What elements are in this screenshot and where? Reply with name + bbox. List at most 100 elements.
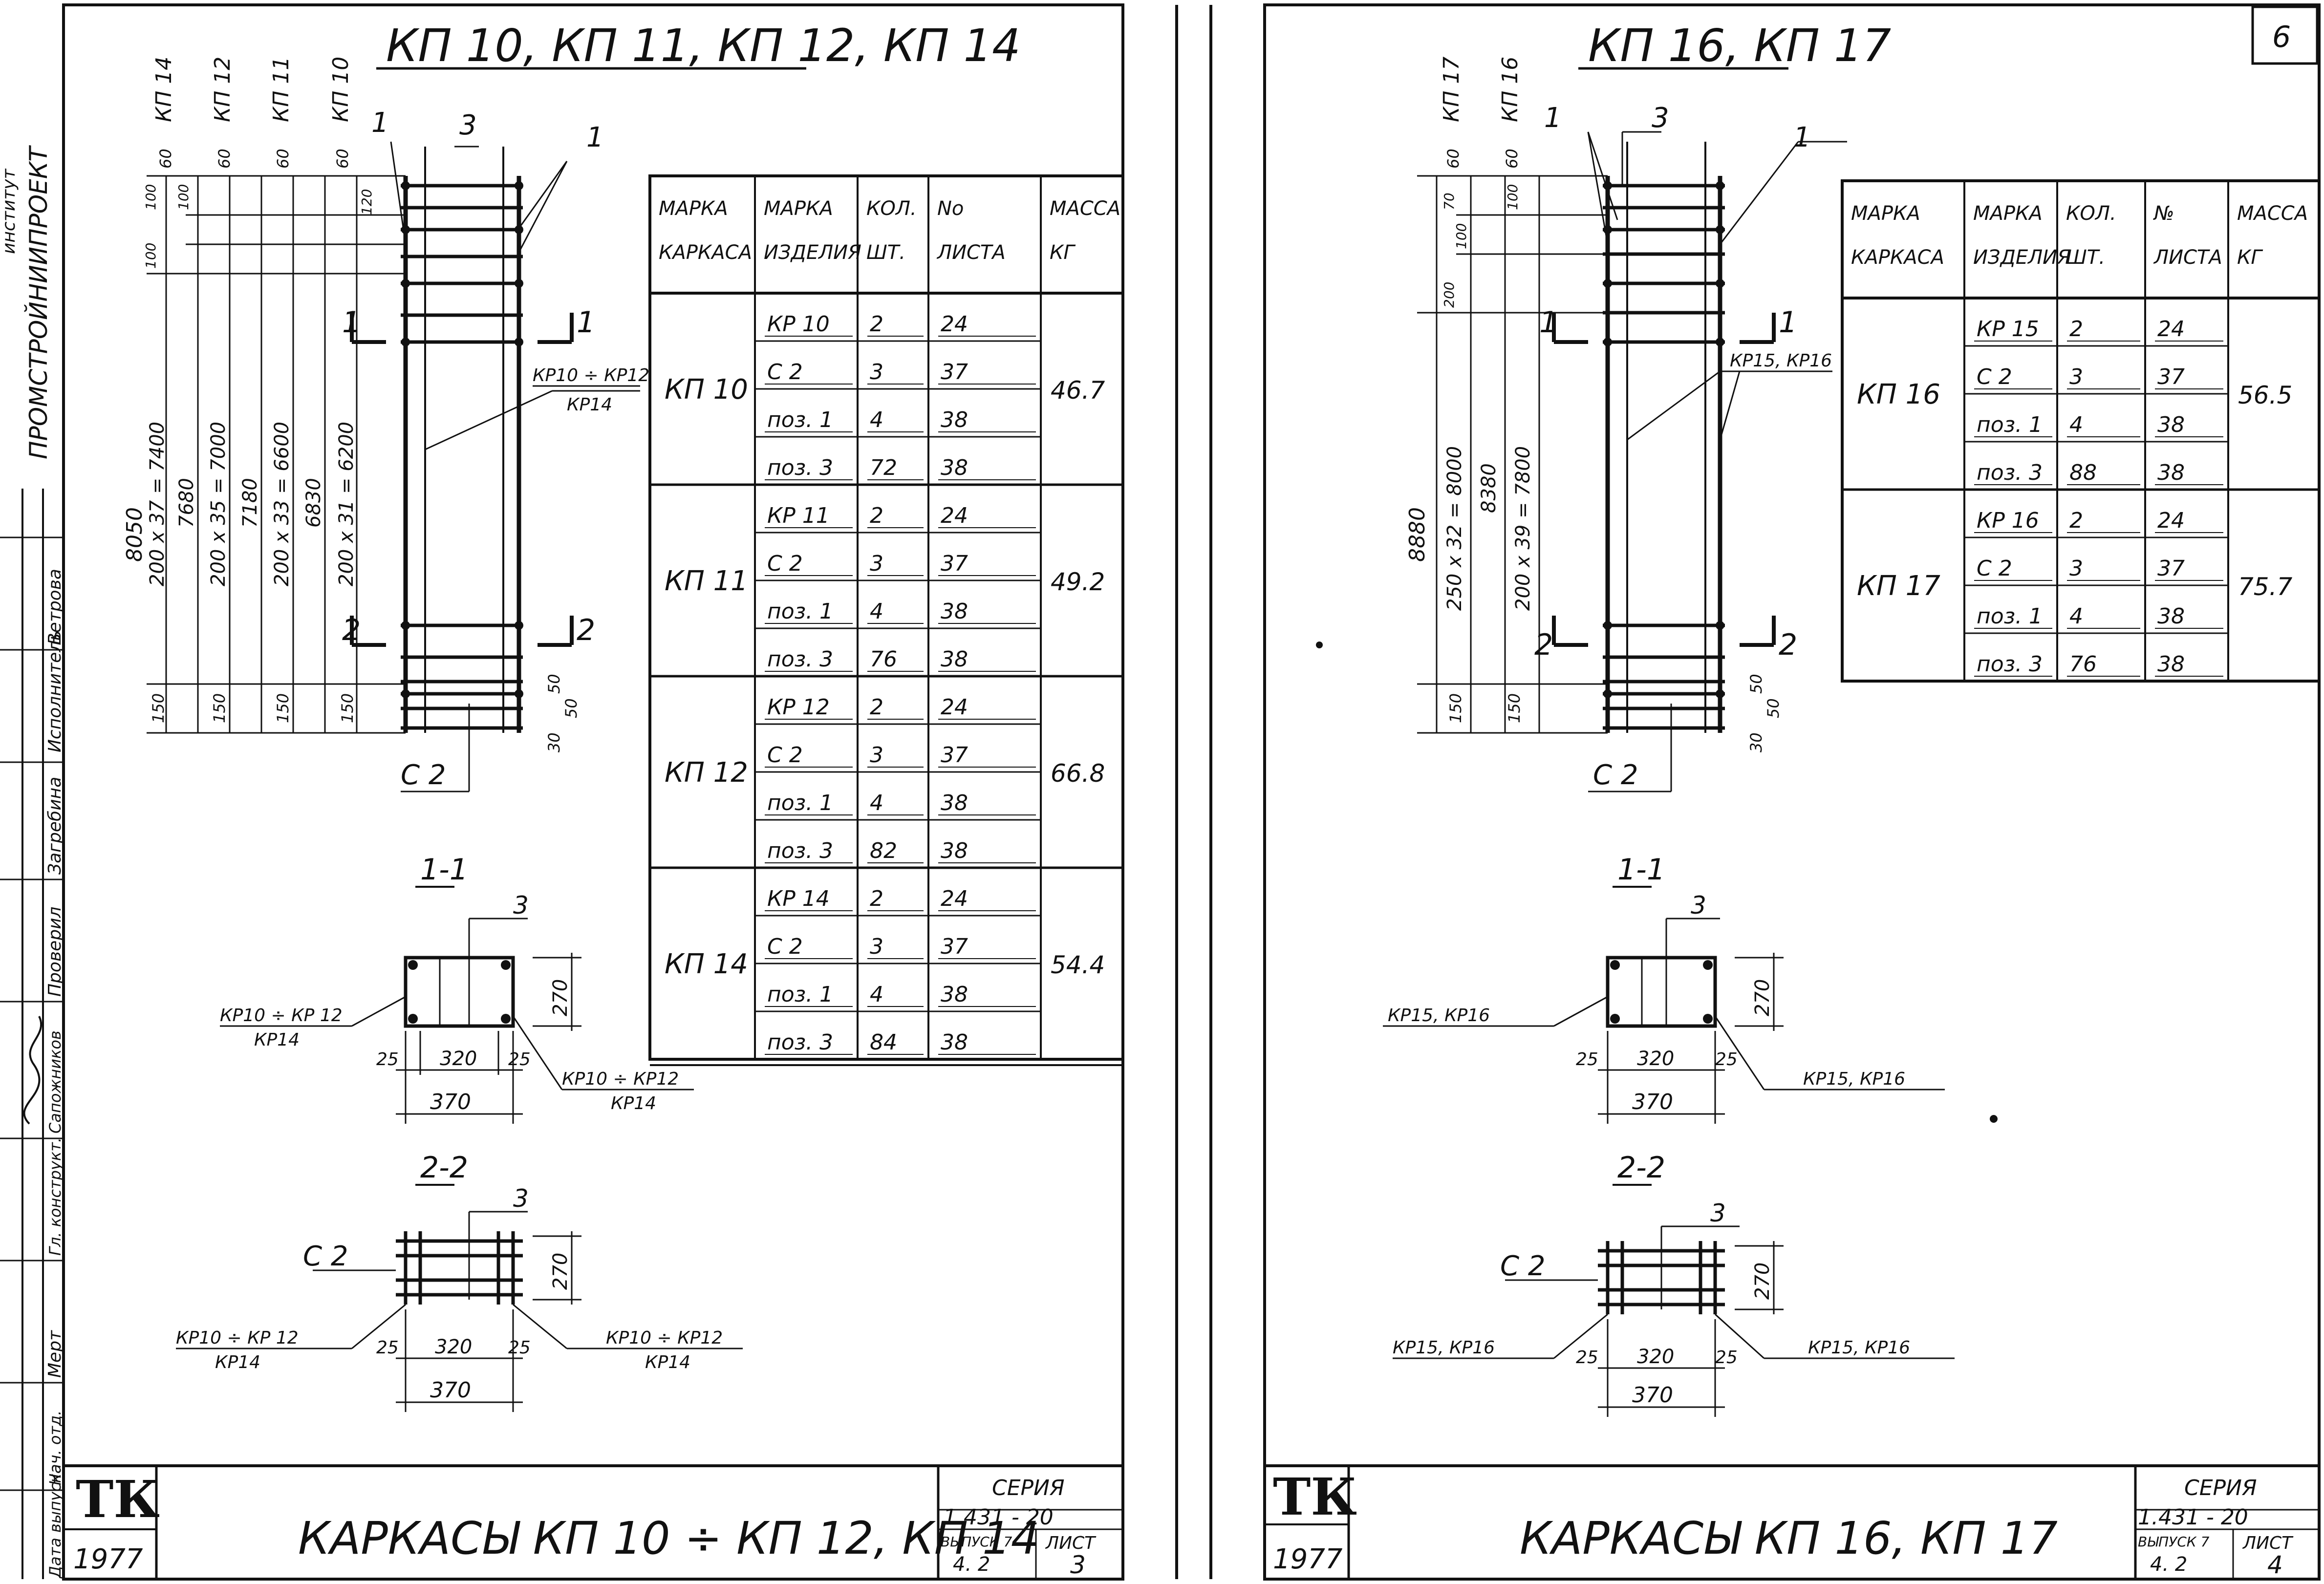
dim-top: 100 (1453, 223, 1469, 249)
table-header: МАРКА (1851, 202, 1920, 225)
table-cell: поз. 3 (767, 1030, 833, 1055)
dim-inner: 200 x 37 = 7400 (146, 422, 169, 586)
bars-label: КР15, КР16 (1730, 351, 1832, 371)
table-cell: поз. 3 (767, 647, 833, 672)
section-title: 2-2 (420, 1151, 468, 1185)
cut-1-label: 1 (342, 305, 361, 340)
sheet-title: КАРКАСЫ КП 10 ÷ КП 12, КП 14 (298, 1512, 1039, 1564)
sidebar-cell-role: Гл. конструкт. (46, 1137, 65, 1256)
bars-label: КР10 ÷ КР 12 (220, 1006, 343, 1026)
frame-mass: 75.7 (2238, 573, 2293, 601)
table-header: № (2153, 202, 2174, 225)
c2-label: С 2 (401, 759, 446, 791)
right-cage-elevation (1603, 142, 1725, 733)
table-header: МАРКА (659, 197, 728, 220)
pos1-callout: 1 (586, 122, 604, 153)
frame-mark: КП 12 (665, 757, 748, 789)
sidebar-cell-role: Нач. отд. (46, 1411, 65, 1485)
right-section-1-1: 1-1 (1316, 642, 1998, 1124)
table-cell: 24 (2157, 317, 2185, 342)
left-cage-elevation (401, 147, 523, 733)
table-cell: 37 (2157, 364, 2185, 389)
series-value: 1.431 - 20 (943, 1505, 1054, 1530)
sheet-label: ЛИСТ (2242, 1533, 2294, 1553)
dim-right: 50 (1764, 698, 1783, 718)
table-cell: 37 (941, 551, 968, 576)
dim-height: 270 (549, 979, 572, 1016)
pos3-label: 3 (513, 1184, 529, 1213)
table-header: КГ (1050, 241, 1076, 264)
table-cell: 82 (870, 838, 897, 863)
bars-label: КР14 (611, 1093, 656, 1113)
table-cell: 38 (2157, 460, 2185, 485)
dim-width: 320 (435, 1336, 472, 1358)
cut-2-label: 2 (1779, 628, 1797, 662)
table-cell: КР 15 (1977, 317, 2039, 342)
dim-width: 320 (1637, 1048, 1674, 1070)
table-cell: поз. 3 (767, 455, 833, 480)
dim-cover: 25 (1576, 1049, 1598, 1070)
dim-top: 70 (1441, 193, 1457, 210)
table-cell: 38 (941, 647, 968, 672)
signature-scribble (23, 1016, 43, 1125)
table-cell: 2 (870, 503, 883, 528)
sidebar-cell-name: Мерт (45, 1330, 65, 1378)
bars-label: КР10 ÷ КР 12 (176, 1328, 299, 1348)
sheet-title: КАРКАСЫ КП 16, КП 17 (1520, 1512, 2058, 1564)
dim-width: 320 (440, 1048, 477, 1070)
frame-mark: КП 16 (1857, 379, 1940, 410)
sidebar-cell-role: Проверил (45, 906, 65, 997)
right-sheet: КП 16, КП 17 (1265, 20, 2321, 1579)
sheet-number-box: 6 (2251, 5, 2319, 65)
c2-label: С 2 (1500, 1250, 1546, 1282)
dim-total: 370 (430, 1090, 471, 1114)
table-header: ШТ. (2066, 246, 2105, 269)
left-section-1-1: 1-1 (220, 853, 694, 1124)
dim-outer: 7680 (175, 478, 198, 528)
table-cell: 3 (870, 360, 883, 385)
dim-top: 60 (1503, 149, 1521, 169)
bars-label: КР10 ÷ КР12 (562, 1069, 679, 1089)
table-cell: КР 12 (767, 695, 830, 720)
issue-label: ВЫПУСК 7 (941, 1534, 1012, 1550)
table-cell: 38 (941, 838, 968, 863)
left-cage-joints (401, 181, 523, 698)
frame-mass: 66.8 (1051, 759, 1105, 788)
sidebar-org-sub: институт (0, 169, 19, 254)
table-cell: 38 (941, 982, 968, 1007)
title-sidebar: ПРОМСТРОЙНИИПРОЕКТ институт Исполнитель … (0, 145, 65, 1579)
sidebar-cell-name: Сапожников (46, 1030, 65, 1134)
dim-right: 50 (562, 698, 581, 718)
table-cell: 4 (870, 407, 883, 432)
table-cell: 4 (870, 791, 883, 815)
frame-mark: КП 11 (665, 565, 748, 597)
table-cell: 38 (2157, 412, 2185, 437)
table-header: ИЗДЕЛИЯ (764, 241, 861, 264)
right-section-2-2: 2-2 (1393, 1151, 1955, 1417)
dim-inner: 200 x 33 = 6600 (271, 422, 293, 586)
dim-bottom: 150 (210, 693, 229, 723)
series-label: СЕРИЯ (992, 1476, 1065, 1500)
table-header: ЛИСТА (2153, 246, 2222, 269)
table-cell: поз. 1 (767, 791, 833, 815)
table-cell: С 2 (1977, 364, 2012, 389)
table-cell: 3 (870, 551, 883, 576)
dim-top: 60 (215, 149, 234, 169)
table-header: КАРКАСА (1851, 246, 1944, 269)
pos1-callout: 1 (371, 107, 389, 139)
pos3-callout: 3 (459, 109, 477, 141)
title-year: 1977 (1273, 1543, 1343, 1575)
table-cell: 3 (2069, 556, 2083, 581)
dim-top: 100 (143, 184, 159, 210)
dim-top: 100 (143, 243, 159, 269)
issue-value: 4. 2 (953, 1553, 990, 1576)
section-title: 1-1 (420, 853, 468, 887)
table-header: КГ (2237, 246, 2263, 269)
dim-bottom: 150 (1505, 693, 1524, 723)
pos3-label: 3 (1691, 891, 1706, 920)
right-heading: КП 16, КП 17 (1588, 20, 1891, 72)
table-cell: 4 (2069, 604, 2083, 629)
left-dimension-lines (147, 175, 406, 734)
sidebar-cell-name: Загребина (45, 777, 65, 875)
